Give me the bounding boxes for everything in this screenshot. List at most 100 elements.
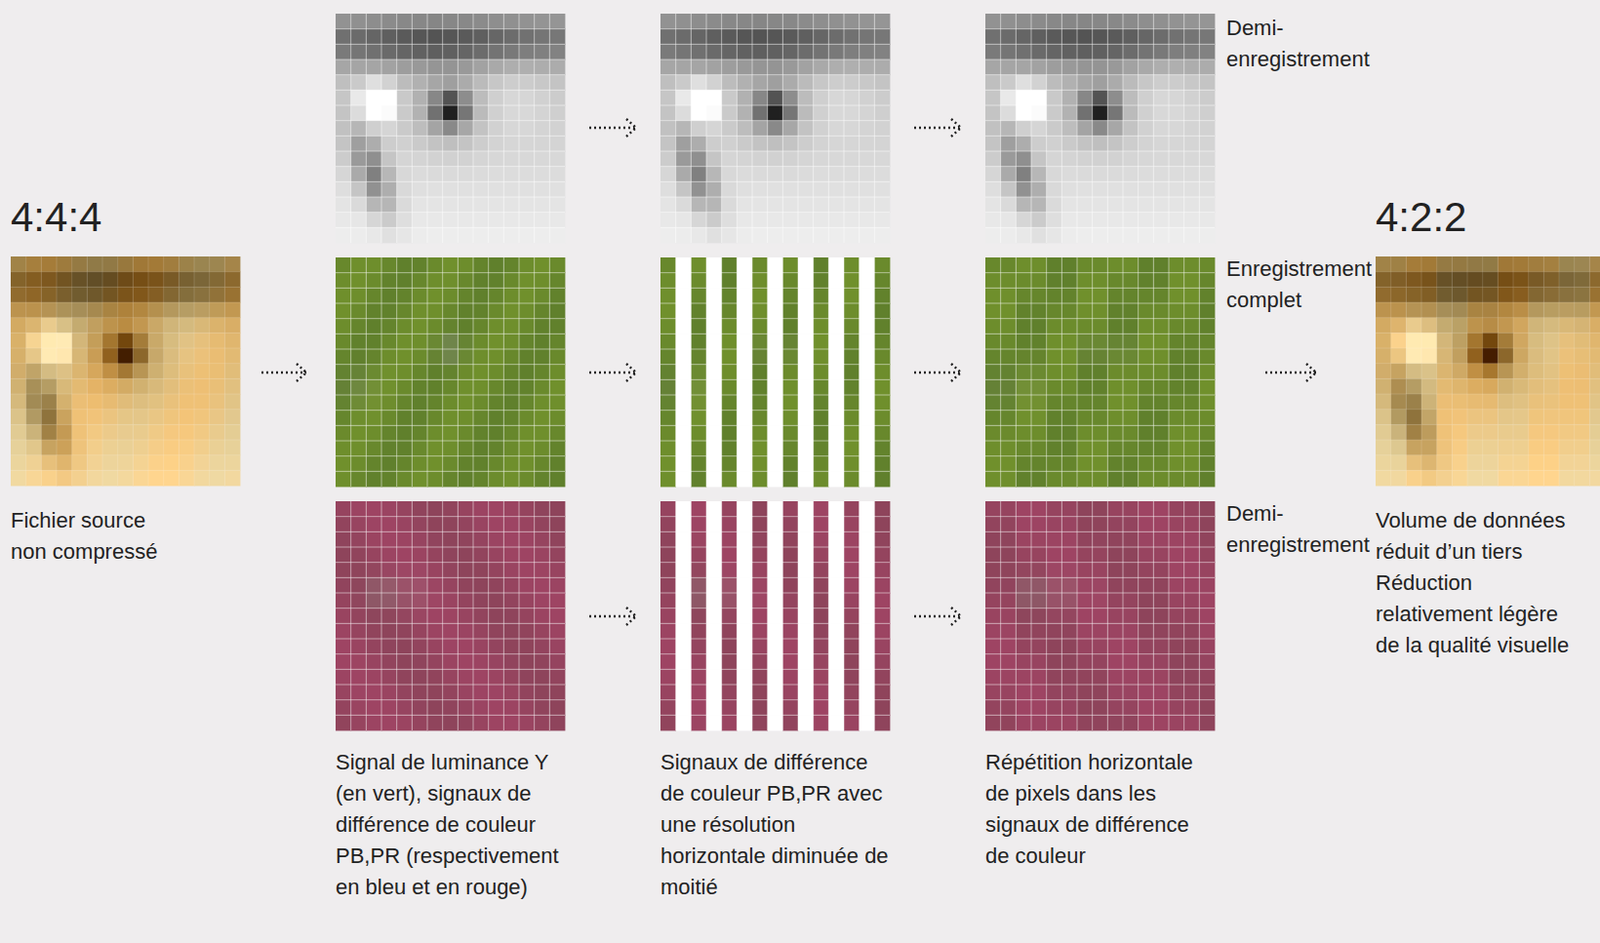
pixel <box>519 395 535 411</box>
pixel <box>985 410 1001 427</box>
pixel <box>118 286 134 303</box>
pixel <box>442 593 459 609</box>
pixel <box>660 379 677 396</box>
pixel <box>1077 212 1093 229</box>
pixel <box>1168 287 1185 304</box>
pixel <box>1092 273 1109 289</box>
pixel <box>736 410 753 427</box>
pixel <box>767 517 784 533</box>
pixel <box>427 501 443 518</box>
pixel <box>194 409 210 426</box>
pixel <box>72 318 88 334</box>
pixel <box>10 409 27 426</box>
pixel <box>335 120 352 137</box>
pixel <box>828 75 844 91</box>
pixel <box>442 654 459 671</box>
pixel <box>813 212 830 229</box>
pixel <box>381 623 398 640</box>
pixel <box>209 286 226 303</box>
pixel <box>1199 59 1215 76</box>
pixel <box>427 197 443 213</box>
pixel <box>1199 364 1215 381</box>
pixel <box>86 332 103 349</box>
pixel <box>381 29 398 45</box>
pixel <box>381 75 398 91</box>
pixel <box>1000 13 1017 30</box>
pixel <box>178 302 195 319</box>
pixel <box>690 151 707 167</box>
pixel <box>874 410 890 427</box>
pixel <box>209 348 226 364</box>
pixel <box>427 669 443 685</box>
pixel <box>72 363 88 380</box>
pixel <box>798 43 814 60</box>
pixel <box>1153 333 1169 350</box>
pixel <box>1000 379 1017 396</box>
pixel <box>798 166 814 183</box>
pixel <box>721 166 738 183</box>
pixel <box>676 501 692 518</box>
pixel <box>1138 197 1155 213</box>
pixel <box>351 364 367 381</box>
pixel <box>798 471 814 487</box>
pixel <box>351 13 367 30</box>
pixel <box>1168 151 1185 167</box>
pixel <box>351 531 367 548</box>
pixel <box>549 120 565 137</box>
pixel <box>813 577 830 594</box>
pixel <box>1138 212 1155 229</box>
pixel <box>736 333 753 350</box>
pixel <box>736 456 753 473</box>
pixel <box>40 318 57 334</box>
pixel <box>365 547 382 563</box>
pixel <box>26 394 42 410</box>
pixel <box>397 456 413 473</box>
pixel <box>874 59 890 76</box>
pixel <box>1107 319 1123 335</box>
pixel <box>549 501 565 518</box>
pixel <box>72 332 88 349</box>
pixel <box>397 29 413 45</box>
pixel <box>1199 120 1215 137</box>
pixel <box>148 302 164 319</box>
pixel <box>752 425 768 441</box>
pixel <box>1168 197 1185 213</box>
pixel <box>351 319 367 335</box>
pixel <box>132 286 149 303</box>
pixel <box>442 379 459 396</box>
pixel <box>1184 212 1200 229</box>
pixel <box>488 287 505 304</box>
pixel <box>828 120 844 137</box>
pixel <box>843 562 860 579</box>
pixel <box>549 593 565 609</box>
pixel <box>782 531 799 548</box>
chroma-r-halved <box>660 501 890 731</box>
pixel <box>457 333 474 350</box>
pixel <box>488 197 505 213</box>
pixel <box>549 440 565 457</box>
pixel <box>148 409 164 426</box>
pixel <box>442 333 459 350</box>
pixel <box>1184 166 1200 183</box>
pixel <box>736 471 753 487</box>
pixel <box>1153 181 1169 198</box>
pixel <box>767 440 784 457</box>
pixel <box>503 135 520 152</box>
pixel <box>534 547 551 563</box>
pixel <box>721 715 738 731</box>
pixel <box>859 379 876 396</box>
pixel <box>660 151 677 167</box>
pixel <box>690 181 707 198</box>
pixel <box>351 547 367 563</box>
pixel <box>813 89 830 106</box>
pixel <box>690 135 707 152</box>
pixel <box>1015 59 1032 76</box>
pixel <box>178 424 195 440</box>
pixel <box>1061 43 1078 60</box>
pixel-grid-lines <box>660 257 890 487</box>
pixel <box>874 13 890 30</box>
pixel <box>736 59 753 76</box>
pixel <box>859 715 876 731</box>
pixel <box>381 151 398 167</box>
pixel <box>488 395 505 411</box>
